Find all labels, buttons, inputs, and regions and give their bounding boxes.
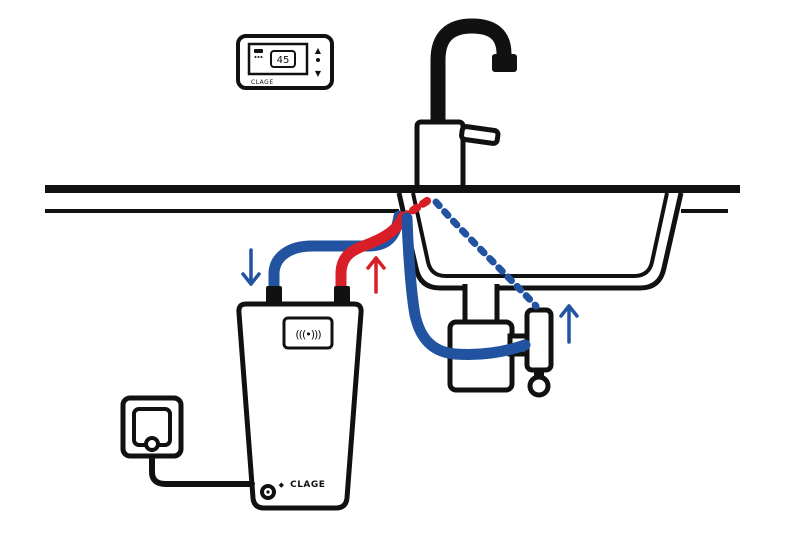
shutoff-valve-body [524, 307, 554, 373]
flow-arrows [241, 248, 579, 344]
remote-up-icon: ▲ [315, 46, 322, 55]
heater-brand-text: CLAGE [290, 480, 325, 490]
heater-logo-mark-icon: ◆ [279, 481, 285, 489]
cold-flow-down-arrow [241, 248, 261, 286]
drain-pipe-fill [463, 284, 499, 326]
faucet-body [414, 119, 466, 191]
faucet-gooseneck [430, 18, 512, 130]
heater-display [282, 316, 334, 350]
remote-temperature-box [270, 50, 296, 68]
drain-assembly [447, 284, 554, 398]
sink-outer-wall [396, 192, 684, 291]
sink-inner-wall [411, 192, 669, 278]
shower-icon [254, 49, 263, 58]
countertop [45, 185, 740, 213]
remote-control: 45 ▲ ▼ CLAGE [236, 34, 334, 90]
wireless-icon: (((•))) [295, 328, 321, 341]
heater-body [236, 301, 364, 511]
hot-outlet-pipe [335, 211, 409, 302]
counter-bottom-edge-right [681, 209, 728, 213]
remote-brand-text: CLAGE [251, 79, 274, 86]
power-connection [120, 395, 255, 487]
remote-display [247, 42, 309, 76]
remote-temperature-value: 45 [277, 55, 290, 66]
pipes [268, 195, 540, 360]
water-heater: (((•))) ◆ CLAGE [236, 286, 364, 511]
sink-basin [396, 192, 684, 291]
wall-socket-contact-icon [144, 436, 160, 452]
heater-screw-center [266, 490, 270, 494]
faucet-handle [459, 124, 501, 146]
cold-supply-pipe [401, 212, 531, 360]
remote-status-dot-icon [316, 58, 320, 62]
heater-hot-nipple [334, 286, 350, 306]
cold-hose-hidden [432, 198, 540, 310]
heater-brand-logo: ◆ CLAGE [279, 480, 326, 490]
faucet-spout-tip [492, 54, 517, 72]
shutoff-valve-handle [527, 374, 551, 398]
remote-down-icon: ▼ [315, 69, 322, 78]
faucet [414, 18, 517, 191]
heater-cold-nipple [266, 286, 282, 306]
power-cable [149, 453, 255, 487]
counter-bottom-edge-left [45, 209, 399, 213]
supply-flow-up-arrow [559, 304, 579, 344]
counter-top-edge [45, 185, 740, 193]
hot-flow-up-arrow [366, 256, 386, 294]
